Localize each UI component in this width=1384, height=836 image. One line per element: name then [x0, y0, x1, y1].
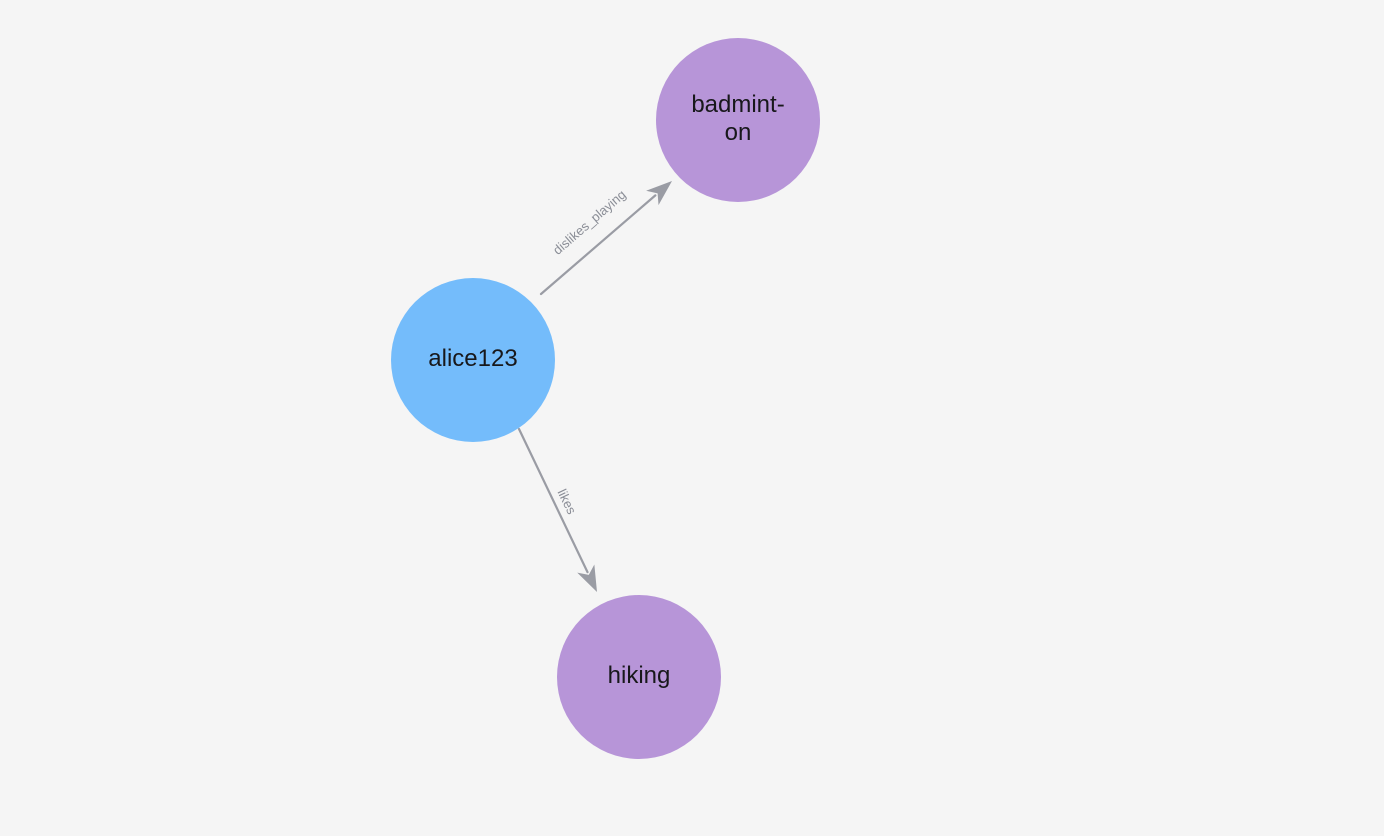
- graph-edge[interactable]: dislikes_playing: [539, 181, 672, 296]
- node-circle[interactable]: [656, 38, 820, 202]
- edge-line: [539, 194, 657, 296]
- graph-edge[interactable]: likes: [517, 427, 597, 592]
- edge-label: dislikes_playing: [550, 187, 629, 258]
- graph-node-alice123[interactable]: alice123: [391, 278, 555, 442]
- node-circle[interactable]: [391, 278, 555, 442]
- edge-arrowhead-icon: [577, 564, 597, 592]
- graph-node-hiking[interactable]: hiking: [557, 595, 721, 759]
- edge-arrowhead-icon: [646, 181, 672, 206]
- edge-line: [517, 427, 589, 574]
- graph-node-badminton[interactable]: badmint-on: [656, 38, 820, 202]
- node-circle[interactable]: [557, 595, 721, 759]
